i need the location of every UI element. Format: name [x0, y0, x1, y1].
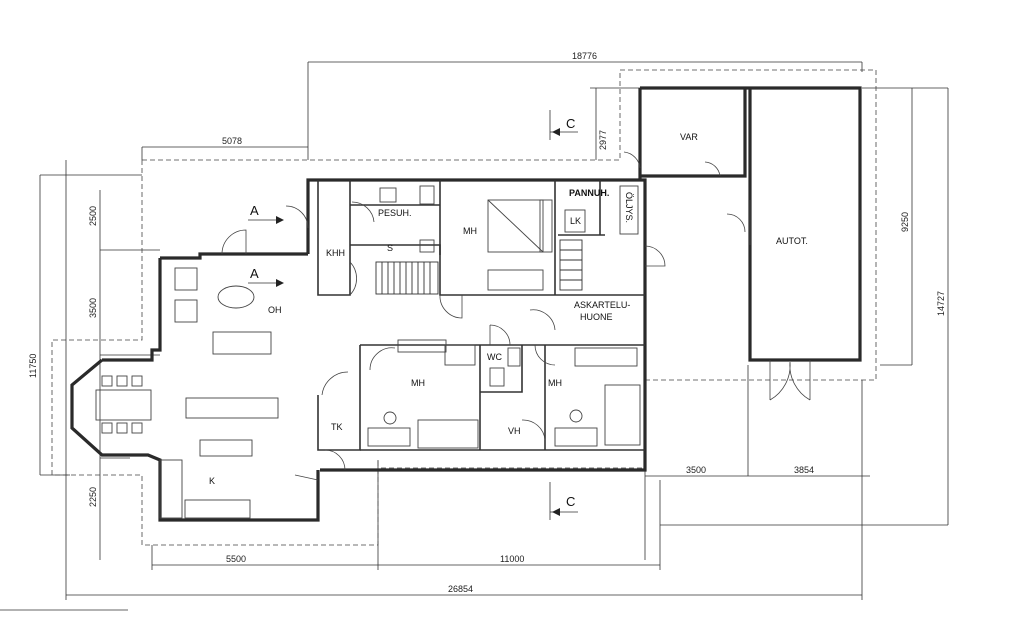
room-labels: VAR AUTOT. PANNUH. ÖLJYS. LK PESUH. S KH…: [209, 132, 808, 486]
section-letters: A A C C: [250, 116, 575, 509]
dim-11750: 11750: [28, 354, 38, 378]
room-lk: LK: [570, 216, 581, 226]
dim-3500-left: 3500: [88, 298, 98, 318]
room-mh-top: MH: [463, 226, 477, 236]
dim-5078: 5078: [222, 136, 242, 146]
dim-26854: 26854: [448, 584, 473, 594]
dimension-labels: 18776 5078 2977 2500 3500 11750 2250 925…: [28, 51, 946, 594]
room-khh: KHH: [326, 248, 345, 258]
dim-14727: 14727: [936, 291, 946, 316]
dim-18776: 18776: [572, 51, 597, 61]
section-markers: [248, 110, 578, 520]
dim-2977: 2977: [598, 130, 608, 150]
dim-11000: 11000: [500, 554, 524, 564]
section-c-top: C: [566, 116, 575, 131]
section-a-bottom: A: [250, 266, 259, 281]
furniture: [95, 185, 861, 519]
room-askartelu-line2: HUONE: [580, 312, 613, 322]
dim-2500: 2500: [88, 206, 98, 226]
stairs: [375, 239, 583, 295]
dim-3500-right: 3500: [686, 465, 706, 475]
dimension-lines: [0, 61, 949, 611]
room-pesuh: PESUH.: [378, 208, 412, 218]
room-vh: VH: [508, 426, 521, 436]
roof-overhang-lines: [51, 69, 877, 546]
room-tk: TK: [331, 422, 343, 432]
room-autot: AUTOT.: [776, 236, 808, 246]
room-s: S: [387, 243, 393, 253]
dim-3854: 3854: [794, 465, 814, 475]
section-c-bottom: C: [566, 494, 575, 509]
room-askartelu-line1: ASKARTELU-: [574, 300, 630, 310]
dim-5500: 5500: [226, 554, 246, 564]
walls: [70, 86, 862, 522]
dim-9250: 9250: [900, 212, 910, 232]
section-a-top: A: [250, 203, 259, 218]
doors: [221, 151, 811, 481]
room-mh-right: MH: [548, 378, 562, 388]
room-var: VAR: [680, 132, 698, 142]
room-oh: OH: [268, 305, 282, 315]
room-olys: ÖLJYS.: [624, 192, 634, 223]
room-pannuh: PANNUH.: [569, 188, 609, 198]
room-k: K: [209, 476, 215, 486]
room-wc: WC: [487, 352, 502, 362]
dim-2250: 2250: [88, 487, 98, 507]
room-mh-mid: MH: [411, 378, 425, 388]
